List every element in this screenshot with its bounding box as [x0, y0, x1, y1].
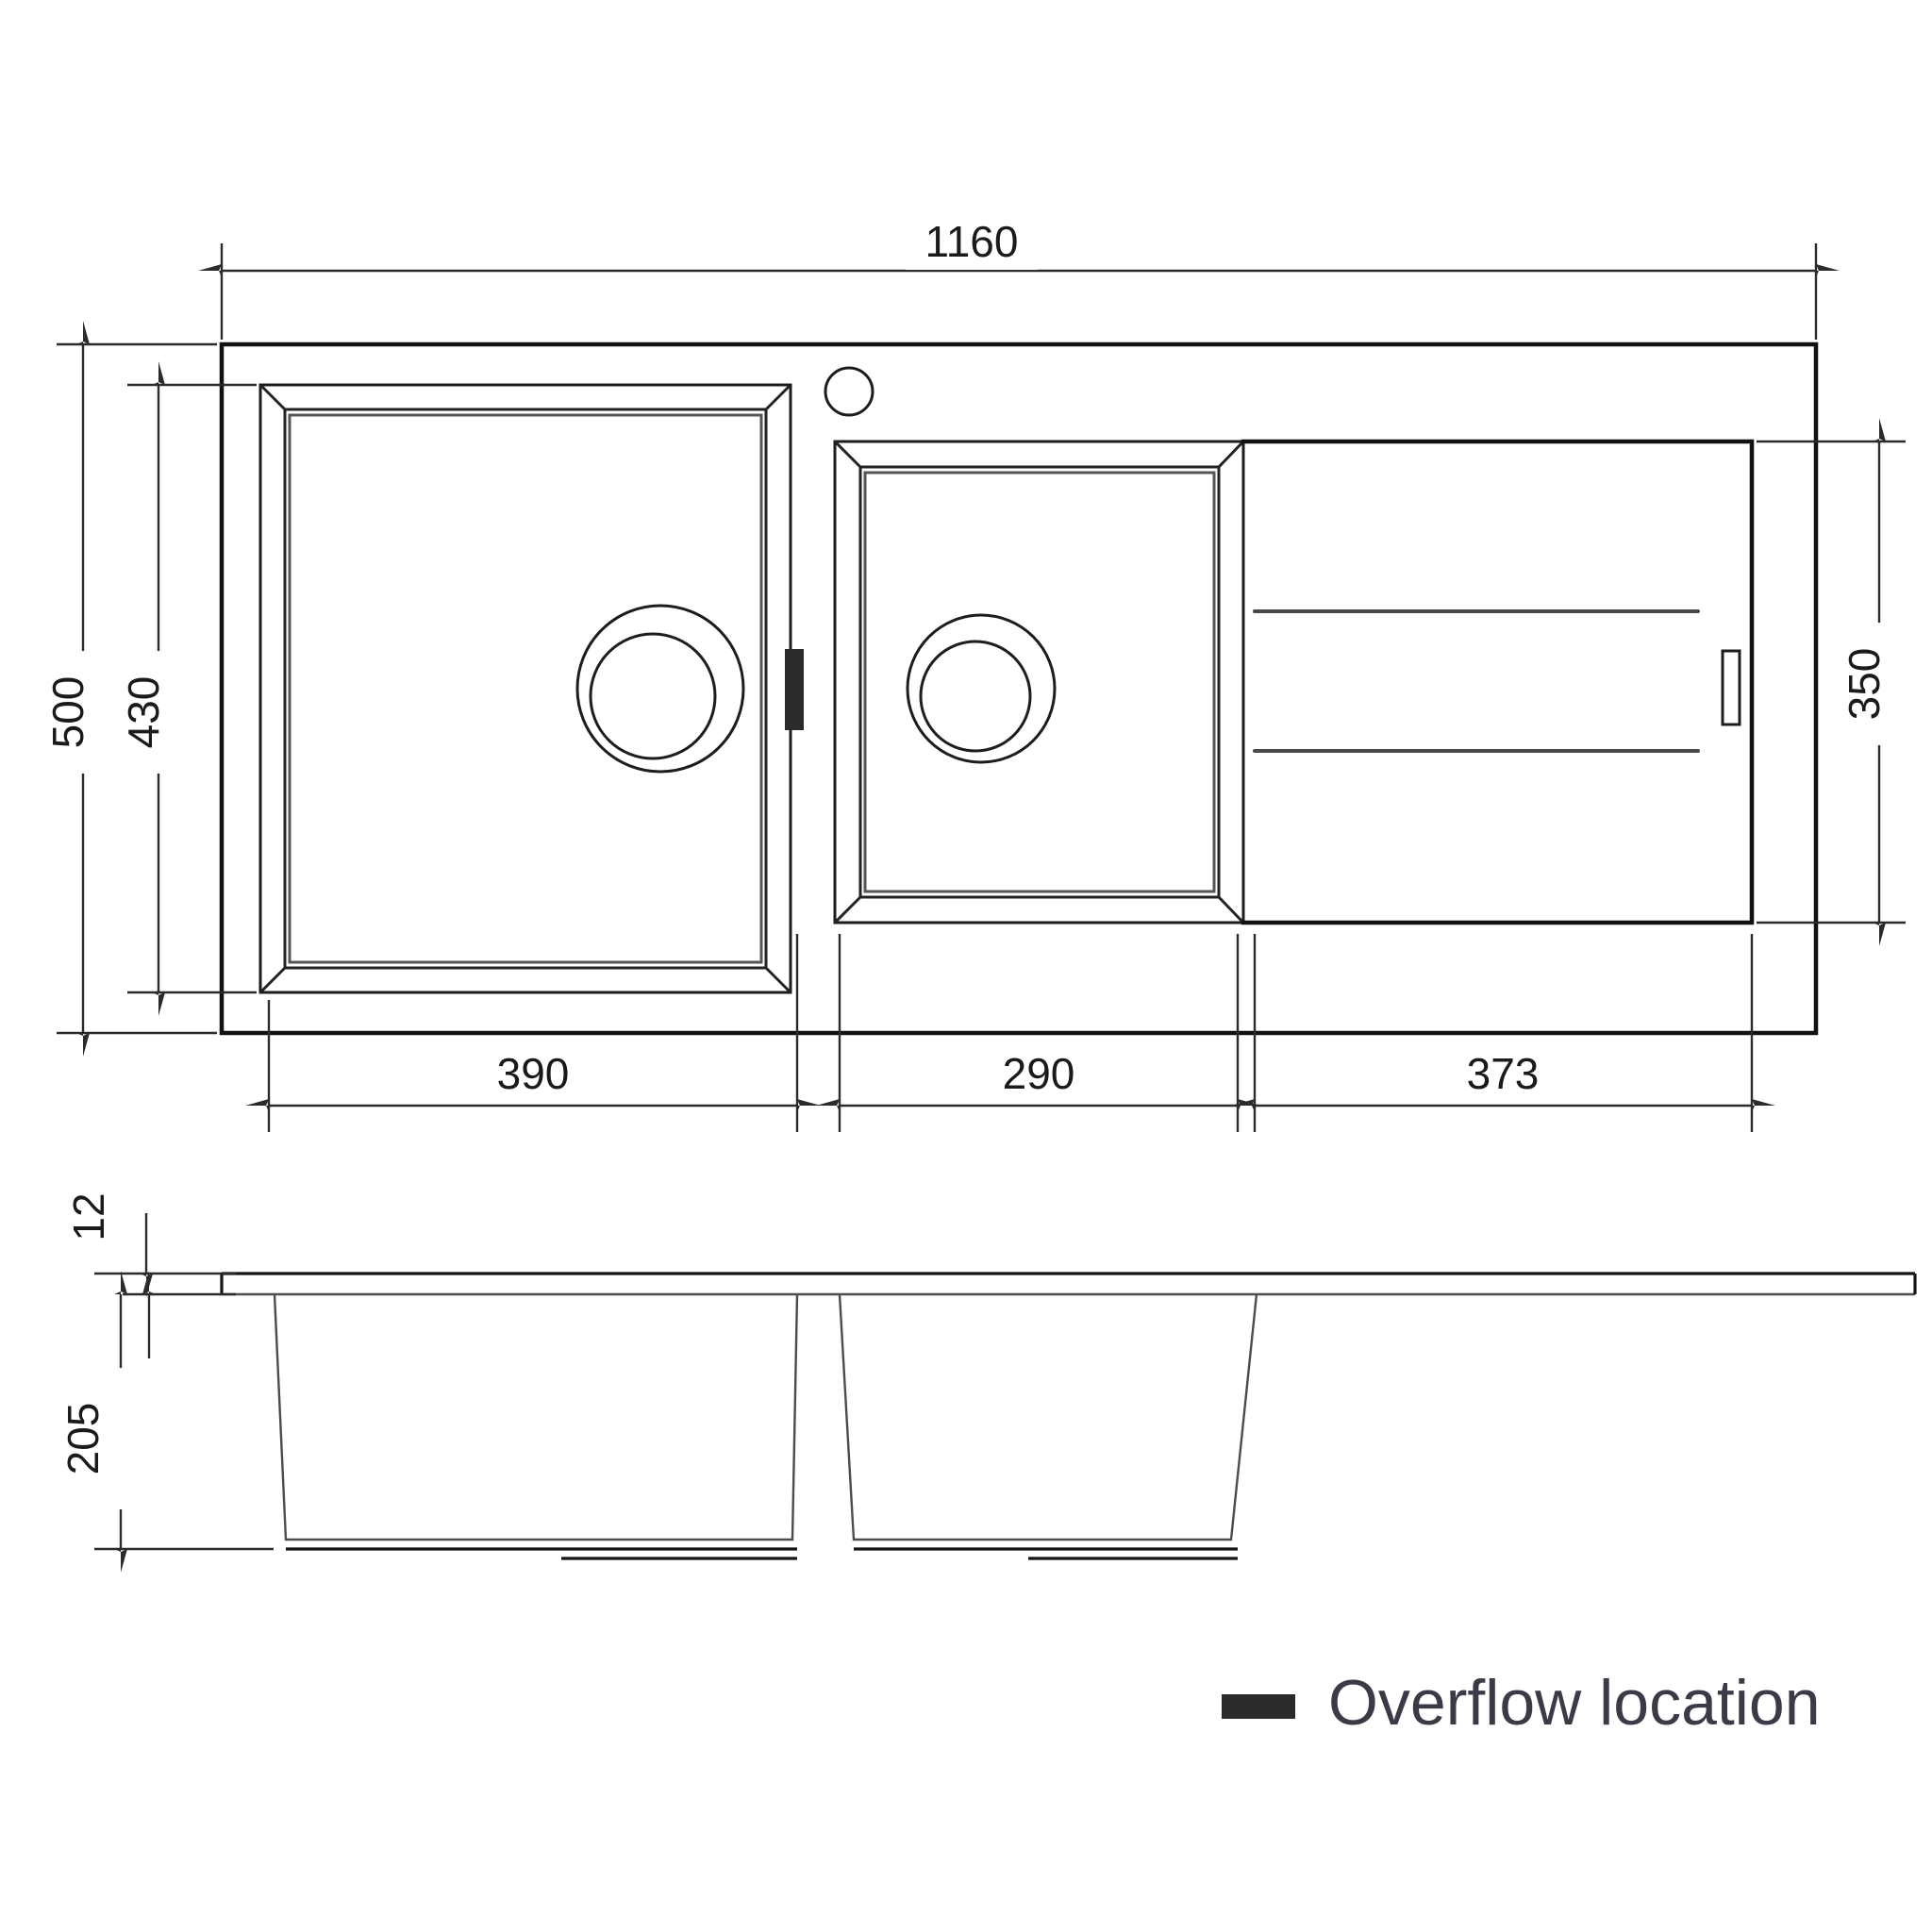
dim-label-373: 373 — [1467, 1049, 1540, 1098]
dim-label-1160: 1160 — [925, 217, 1019, 266]
tap-hole — [824, 366, 874, 417]
left-bowl-rim-outer — [258, 383, 792, 994]
section-left-bowl — [273, 1293, 799, 1541]
dimension-500: 500 — [43, 321, 217, 1057]
drainer-slot — [1721, 649, 1741, 726]
dim-label-350: 350 — [1840, 648, 1889, 721]
dimension-390: 390 — [245, 1047, 821, 1112]
left-bowl-chamfer-tl — [258, 383, 287, 411]
dim-350-bg — [1851, 623, 1907, 745]
right-bowl-chamfer-tr — [1217, 440, 1245, 469]
right-bowl-chamfer-tl — [833, 440, 862, 469]
dimension-205: 205 — [58, 1271, 274, 1573]
legend: Overflow location — [1222, 1667, 1821, 1739]
overflow-legend-swatch — [1222, 1694, 1295, 1719]
left-bowl-chamfer-br — [764, 966, 792, 994]
left-bowl — [258, 383, 792, 994]
dimension-1160: 1160 — [198, 215, 1840, 340]
dimension-430: 430 — [119, 361, 257, 1016]
dim-label-430: 430 — [119, 676, 168, 749]
drainer — [1241, 439, 1755, 925]
right-waste-outlet-outer — [906, 613, 1057, 764]
right-bowl-rim-outer — [833, 440, 1245, 924]
right-bowl-rim-inner — [858, 465, 1221, 899]
dimension-350: 350 — [1757, 418, 1907, 946]
overflow-marker — [785, 649, 804, 730]
right-bowl-chamfer-br — [1217, 895, 1245, 924]
overflow-legend-label: Overflow location — [1328, 1667, 1821, 1739]
dim-label-390: 390 — [497, 1049, 570, 1098]
dimension-290: 290 — [816, 1047, 1261, 1112]
dim-500-bg — [55, 651, 111, 774]
dim-label-290: 290 — [1003, 1049, 1075, 1098]
left-waste-outlet-inner — [589, 632, 717, 760]
drainer-outline — [1241, 439, 1755, 925]
dim-label-205: 205 — [58, 1403, 108, 1475]
dimension-373: 373 — [1231, 1047, 1775, 1112]
dim-430-bg — [130, 651, 187, 774]
right-bowl-rim-inner-2 — [863, 471, 1216, 893]
left-bowl-rim-inner-2 — [288, 413, 763, 964]
sink-top-plate-outline — [219, 341, 1819, 1036]
dim-label-500: 500 — [43, 676, 92, 749]
dim-205-bg — [72, 1368, 125, 1509]
dim-label-12: 12 — [64, 1192, 113, 1241]
dim-390-bg — [472, 1047, 594, 1102]
left-bowl-chamfer-bl — [258, 966, 287, 994]
dim-373-bg — [1441, 1047, 1564, 1102]
dimension-12: 12 — [64, 1192, 236, 1297]
section-right-bowl — [838, 1293, 1258, 1541]
right-bowl-chamfer-bl — [833, 895, 862, 924]
dim-290-bg — [977, 1047, 1100, 1102]
left-waste-outlet-outer — [575, 604, 745, 774]
dim-1160-bg — [906, 215, 1038, 270]
section-view: 12 205 — [58, 1192, 1917, 1573]
right-waste-outlet-inner — [919, 640, 1032, 753]
plan-view: 1160 500 430 350 — [43, 215, 1907, 1132]
right-bowl — [833, 440, 1245, 924]
left-bowl-rim-inner — [283, 408, 768, 970]
left-bowl-chamfer-tr — [764, 383, 792, 411]
